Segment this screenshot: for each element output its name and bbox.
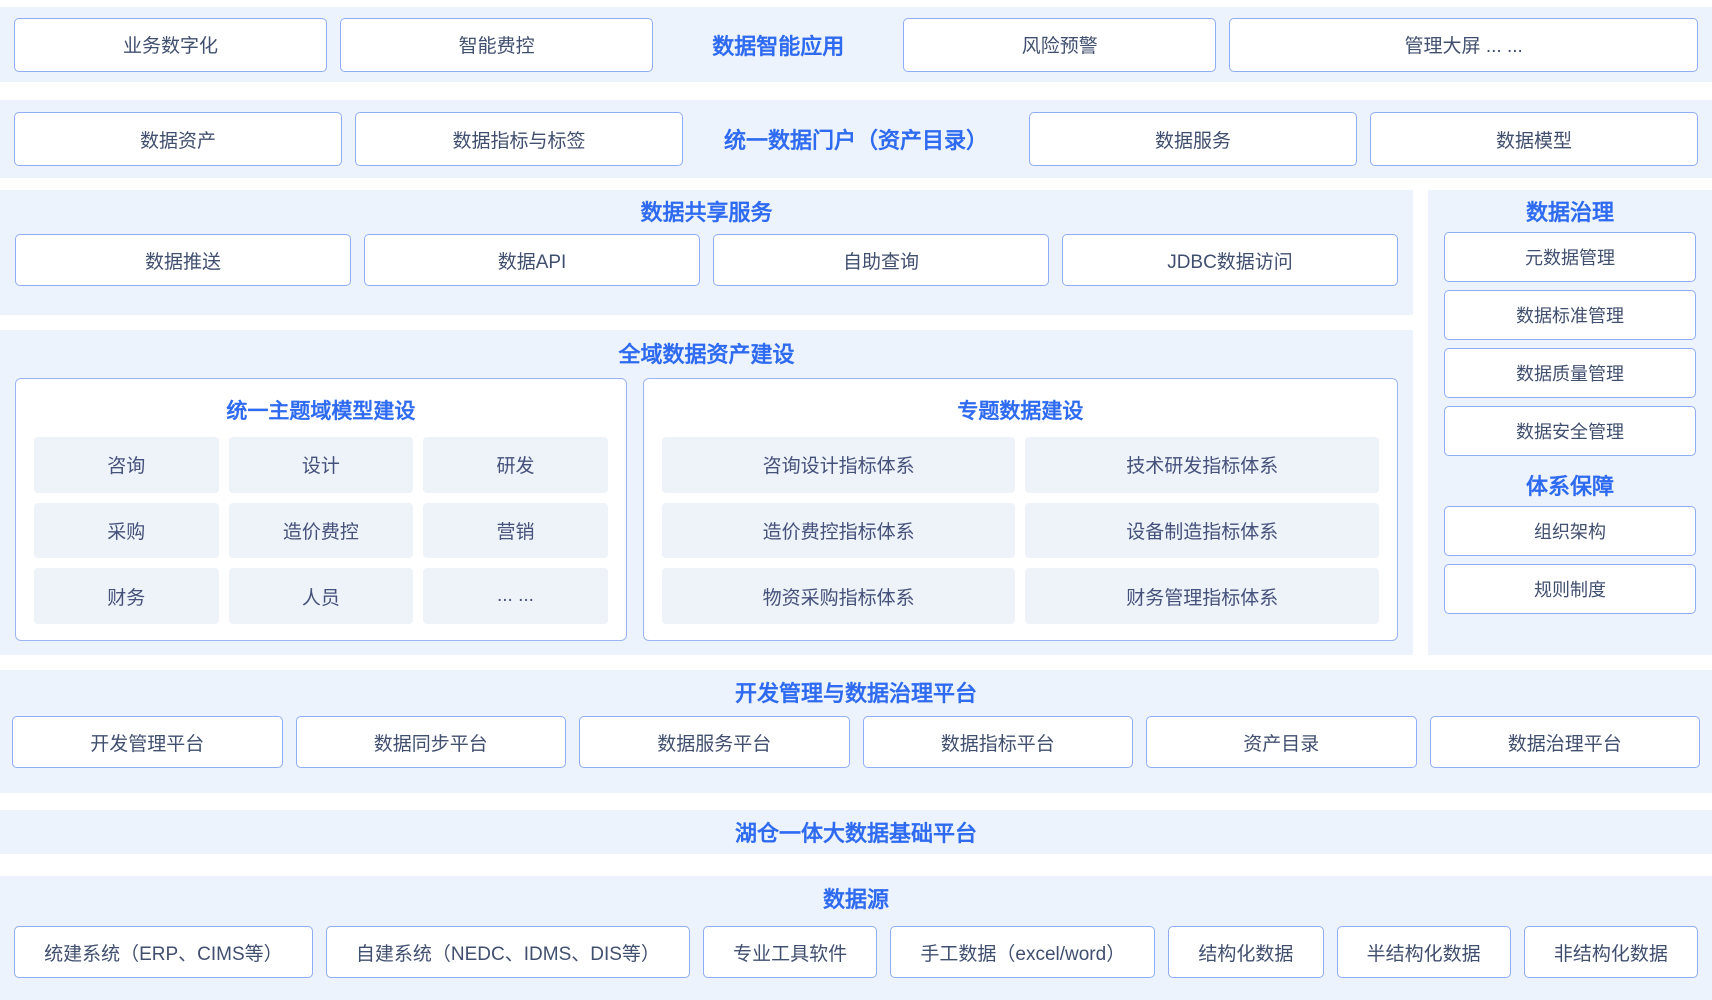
datasource-boxes: 统建系统（ERP、CIMS等） 自建系统（NEDC、IDMS、DIS等） 专业工… (14, 926, 1699, 978)
box-data-governance-platform: 数据治理平台 (1429, 716, 1700, 768)
box-data-api: 数据API (364, 234, 700, 286)
domain-model-grid: 咨询 设计 研发 采购 造价费控 营销 财务 人员 ... ... (34, 437, 608, 624)
cell-cost-control-indicators: 造价费控指标体系 (661, 502, 1016, 559)
domain-model-title: 统一主题域模型建设 (226, 400, 416, 423)
box-management-dashboard: 管理大屏 ... ... (1229, 17, 1698, 72)
cell-rnd: 研发 (423, 437, 608, 493)
box-unified-systems: 统建系统（ERP、CIMS等） (14, 926, 313, 978)
box-data-asset: 数据资产 (14, 112, 342, 166)
box-metadata-mgmt: 元数据管理 (1444, 232, 1696, 282)
governance-title: 数据治理 (1525, 200, 1614, 225)
box-dev-mgmt-platform: 开发管理平台 (12, 716, 283, 768)
asset-building-band: 全域数据资产建设 统一主题域模型建设 咨询 设计 研发 采购 造价费控 营销 财… (0, 330, 1413, 655)
box-data-service: 数据服务 (1029, 112, 1358, 166)
special-data-grid: 咨询设计指标体系 技术研发指标体系 造价费控指标体系 设备制造指标体系 物资采购… (661, 437, 1379, 624)
data-sharing-band: 数据共享服务 数据推送 数据API 自助查询 JDBC数据访问 (0, 190, 1413, 315)
special-data-panel: 专题数据建设 咨询设计指标体系 技术研发指标体系 造价费控指标体系 设备制造指标… (642, 378, 1398, 641)
box-professional-tools: 专业工具软件 (703, 926, 878, 978)
lakehouse-band: 湖仓一体大数据基础平台 (0, 810, 1712, 854)
data-sharing-title: 数据共享服务 (640, 200, 773, 225)
datasource-band: 数据源 统建系统（ERP、CIMS等） 自建系统（NEDC、IDMS、DIS等）… (0, 876, 1712, 1000)
portal-layer-title: 统一数据门户（资产目录） (724, 128, 989, 153)
app-layer-band: 业务数字化 智能费控 数据智能应用 风险预警 管理大屏 ... ... (0, 7, 1712, 82)
box-data-metric-platform: 数据指标平台 (862, 716, 1133, 768)
box-asset-catalog: 资产目录 (1146, 716, 1417, 768)
cell-procurement: 采购 (34, 502, 219, 559)
cell-cost-control: 造价费控 (228, 502, 414, 559)
box-jdbc-access: JDBC数据访问 (1062, 234, 1398, 286)
box-data-metrics-tags: 数据指标与标签 (355, 112, 683, 166)
box-data-standard-mgmt: 数据标准管理 (1444, 290, 1696, 340)
box-manual-data: 手工数据（excel/word） (890, 926, 1156, 978)
box-smart-expense-control: 智能费控 (340, 17, 654, 72)
domain-model-panel: 统一主题域模型建设 咨询 设计 研发 采购 造价费控 营销 财务 人员 ... … (15, 378, 627, 641)
cell-more: ... ... (423, 568, 608, 624)
box-rules-regulations: 规则制度 (1444, 564, 1696, 614)
box-org-structure: 组织架构 (1444, 506, 1696, 556)
governance-boxes: 元数据管理 数据标准管理 数据质量管理 数据安全管理 (1444, 232, 1696, 456)
lakehouse-title: 湖仓一体大数据基础平台 (734, 821, 977, 846)
middle-left-column: 数据共享服务 数据推送 数据API 自助查询 JDBC数据访问 全域数据资产建设… (0, 190, 1413, 655)
box-structured-data: 结构化数据 (1168, 926, 1324, 978)
asset-building-title: 全域数据资产建设 (618, 342, 795, 367)
cell-material-procurement-indicators: 物资采购指标体系 (661, 568, 1016, 624)
assurance-boxes: 组织架构 规则制度 (1444, 506, 1696, 614)
dev-platform-band: 开发管理与数据治理平台 开发管理平台 数据同步平台 数据服务平台 数据指标平台 … (0, 670, 1712, 793)
box-unstructured-data: 非结构化数据 (1523, 926, 1699, 978)
box-self-service-query: 自助查询 (713, 234, 1049, 286)
asset-building-panels: 统一主题域模型建设 咨询 设计 研发 采购 造价费控 营销 财务 人员 ... … (15, 378, 1398, 641)
cell-marketing: 营销 (423, 502, 608, 559)
governance-band: 数据治理 元数据管理 数据标准管理 数据质量管理 数据安全管理 体系保障 组织架… (1428, 190, 1712, 655)
special-data-title: 专题数据建设 (957, 400, 1084, 423)
box-risk-warning: 风险预警 (903, 17, 1217, 72)
cell-finance-mgmt-indicators: 财务管理指标体系 (1025, 568, 1379, 624)
cell-consulting-design-indicators: 咨询设计指标体系 (661, 437, 1016, 493)
box-semi-structured-data: 半结构化数据 (1336, 926, 1511, 978)
cell-design: 设计 (228, 437, 414, 493)
box-data-security-mgmt: 数据安全管理 (1444, 406, 1696, 456)
datasource-title: 数据源 (822, 887, 889, 912)
cell-equipment-mfg-indicators: 设备制造指标体系 (1025, 502, 1379, 559)
app-layer-title: 数据智能应用 (712, 33, 845, 59)
portal-layer-band: 数据资产 数据指标与标签 统一数据门户（资产目录） 数据服务 数据模型 (0, 100, 1712, 178)
box-self-built-systems: 自建系统（NEDC、IDMS、DIS等） (325, 926, 691, 978)
box-data-service-platform: 数据服务平台 (579, 716, 850, 768)
dev-platform-title: 开发管理与数据治理平台 (734, 681, 977, 706)
dev-platform-boxes: 开发管理平台 数据同步平台 数据服务平台 数据指标平台 资产目录 数据治理平台 (12, 716, 1700, 768)
box-data-push: 数据推送 (15, 234, 351, 286)
assurance-title: 体系保障 (1525, 474, 1614, 499)
box-data-quality-mgmt: 数据质量管理 (1444, 348, 1696, 398)
box-data-sync-platform: 数据同步平台 (295, 716, 566, 768)
cell-finance: 财务 (34, 568, 219, 624)
cell-tech-rnd-indicators: 技术研发指标体系 (1025, 437, 1379, 493)
data-sharing-boxes: 数据推送 数据API 自助查询 JDBC数据访问 (15, 234, 1398, 286)
middle-zone: 数据共享服务 数据推送 数据API 自助查询 JDBC数据访问 全域数据资产建设… (0, 190, 1712, 655)
box-business-digitalization: 业务数字化 (14, 17, 328, 72)
box-data-model: 数据模型 (1370, 112, 1699, 166)
cell-consulting: 咨询 (34, 437, 219, 493)
cell-personnel: 人员 (228, 568, 414, 624)
